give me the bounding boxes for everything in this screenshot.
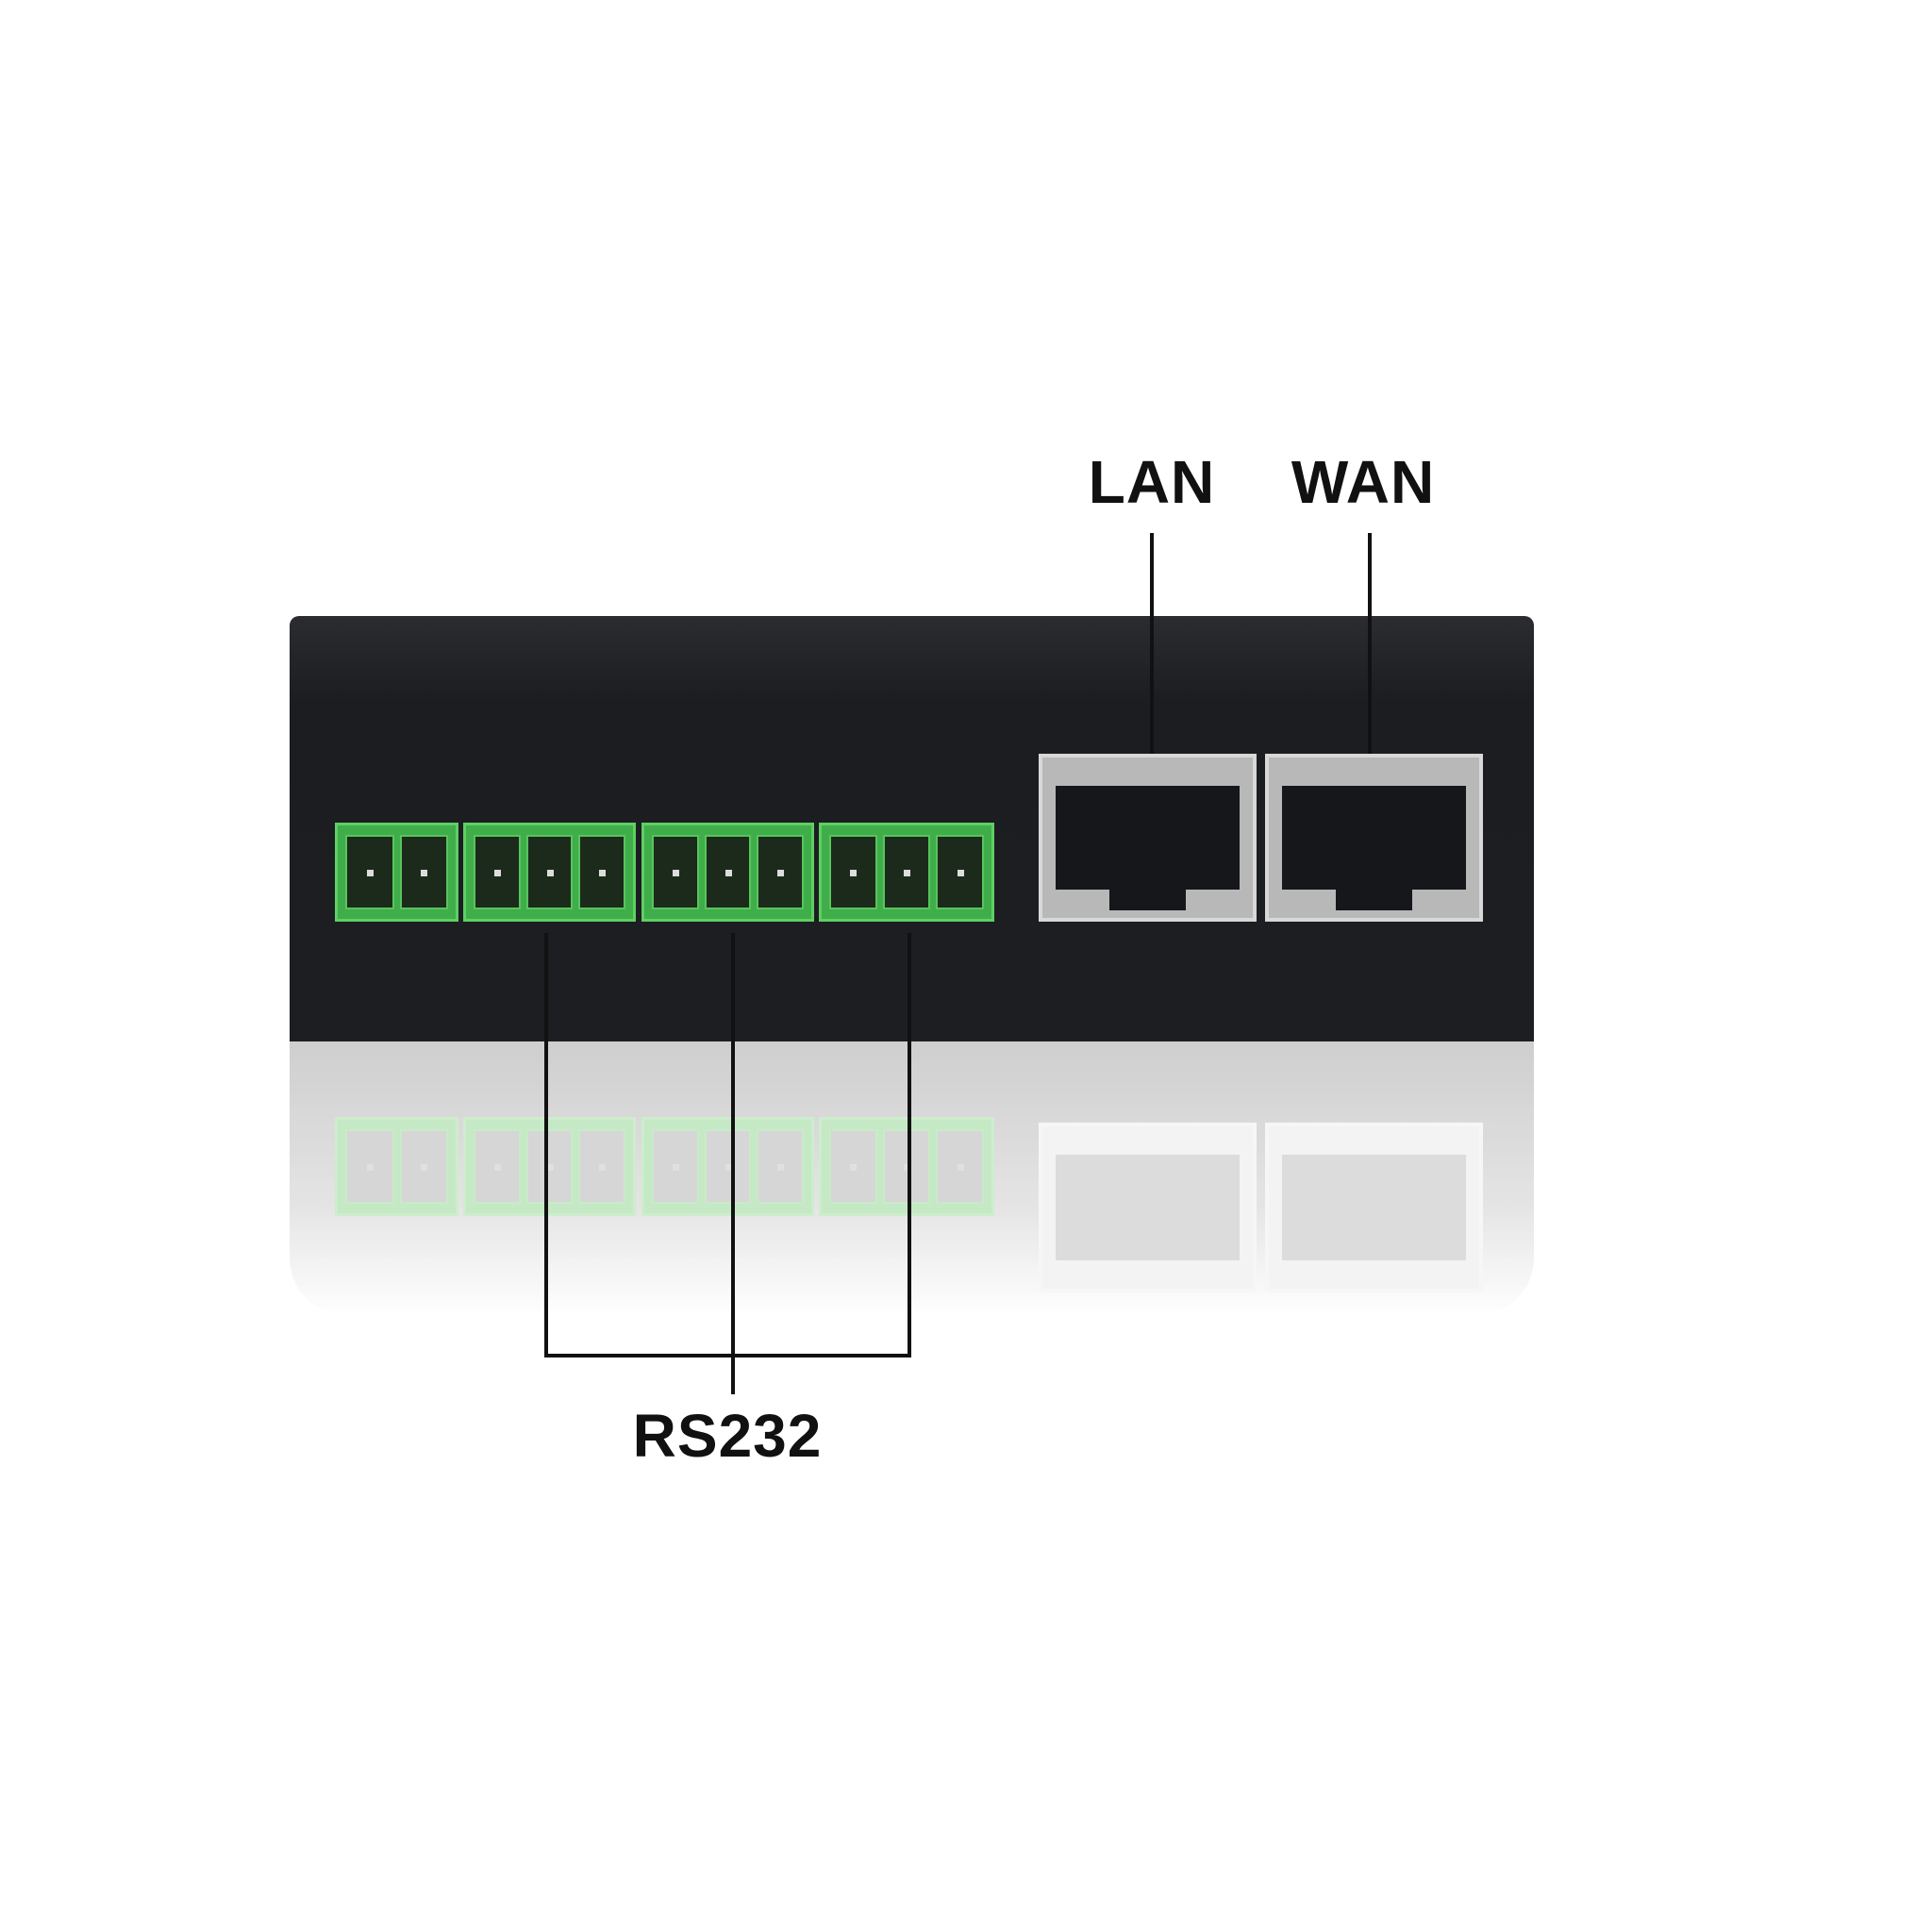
terminal-pin [578,835,626,909]
rs232-bracket [544,933,911,1357]
wan-label: WAN [1291,448,1436,516]
terminal-pin [829,835,877,909]
terminal-block-3 [641,823,814,922]
terminal-pin [474,835,521,909]
device-front-panel [290,616,1534,1041]
terminal-pin [345,835,394,909]
terminal-pin [525,835,574,909]
reflected-terminal-block [641,1117,814,1216]
terminal-pin [652,835,699,909]
lan-rj45-port [1039,754,1257,922]
reflected-terminal-block [463,1117,636,1216]
terminal-pin [757,835,805,909]
terminal-pin [704,835,752,909]
terminal-pin [882,835,931,909]
device-reflection [290,1041,1534,1315]
wan-rj45-port [1265,754,1483,922]
terminal-block-4 [819,823,994,922]
reflected-rj45-port [1265,1123,1483,1292]
rs232-label: RS232 [632,1402,823,1470]
lan-label: LAN [1088,448,1216,516]
reflected-terminal-block [335,1117,458,1216]
terminal-block-1 [335,823,458,922]
reflected-rj45-port [1039,1123,1257,1292]
terminal-pin [936,835,985,909]
terminal-pin [399,835,448,909]
terminal-block-2 [463,823,636,922]
reflected-terminal-block [819,1117,994,1216]
